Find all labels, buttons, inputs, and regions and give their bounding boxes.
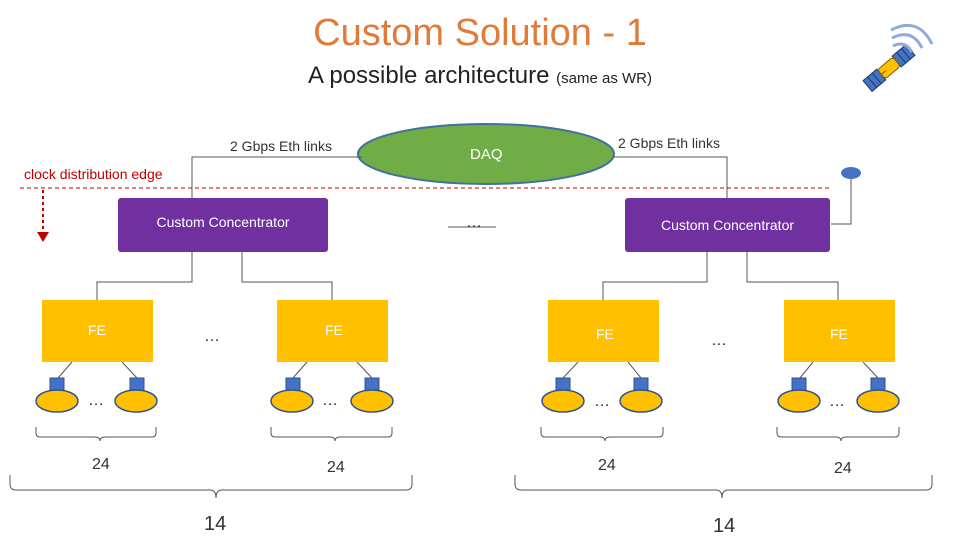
- sensor-gap-dots: …: [322, 392, 338, 409]
- subtitle-note: (same as WR): [556, 70, 652, 87]
- subtitle-text: A possible architecture: [308, 62, 550, 89]
- fe-label: FE: [596, 326, 614, 342]
- fe-box: FE: [42, 300, 153, 362]
- fe-link: [746, 252, 839, 300]
- link-left: [191, 156, 362, 198]
- channel-brackets: [35, 427, 900, 442]
- fe-label: FE: [830, 326, 848, 342]
- clock-distribution-label: clock distribution edge: [24, 166, 163, 182]
- sensor: [777, 389, 821, 413]
- fe-box: FE: [784, 300, 895, 362]
- fe-gap-dots: …: [204, 328, 220, 345]
- group-count: 14: [204, 513, 227, 535]
- fe-link: [602, 252, 708, 300]
- fe-label: FE: [88, 322, 106, 338]
- custom-concentrator-left: Custom Concentrator: [118, 198, 328, 252]
- sensor: [541, 389, 585, 413]
- sensor-gap-dots: …: [594, 393, 610, 410]
- sensor: [35, 389, 79, 413]
- links-left-label: 2 Gbps Eth links: [230, 138, 332, 154]
- group-count: 14: [713, 515, 736, 537]
- page-subtitle: A possible architecture (same as WR): [0, 62, 960, 90]
- channel-count: 24: [327, 459, 345, 476]
- antenna-icon: [841, 167, 861, 179]
- fe-link: [241, 252, 333, 300]
- links-right-label: 2 Gbps Eth links: [618, 135, 720, 151]
- group-brackets: [9, 475, 933, 499]
- antenna-link: [831, 179, 852, 225]
- sensor: [114, 389, 158, 413]
- daq-node: [357, 123, 615, 185]
- channel-count: 24: [598, 457, 616, 474]
- sensor: [270, 389, 314, 413]
- daq-label: DAQ: [470, 146, 503, 163]
- concentrator-gap-dots: …: [466, 214, 482, 231]
- clock-arrow-head: [37, 232, 49, 242]
- custom-concentrator-right: Custom Concentrator: [625, 198, 830, 252]
- fe-link: [96, 252, 193, 300]
- sensor-gap-dots: …: [88, 392, 104, 409]
- channel-count: 24: [834, 460, 852, 477]
- sensor: [619, 389, 663, 413]
- fe-gap-dots: …: [711, 332, 727, 349]
- concentrator-label: Custom Concentrator: [156, 214, 290, 230]
- link-right: [612, 156, 728, 198]
- channel-count: 24: [92, 456, 110, 473]
- concentrator-label: Custom Concentrator: [660, 217, 795, 233]
- page-title: Custom Solution - 1: [313, 12, 647, 54]
- sensor-gap-dots: …: [829, 393, 845, 410]
- sensor: [350, 389, 394, 413]
- fe-box: FE: [548, 300, 659, 362]
- fe-label: FE: [325, 322, 343, 338]
- fe-box: FE: [277, 300, 388, 362]
- satellite-icon: [862, 43, 916, 93]
- signal-waves-icon: [890, 23, 934, 53]
- sensor: [856, 389, 900, 413]
